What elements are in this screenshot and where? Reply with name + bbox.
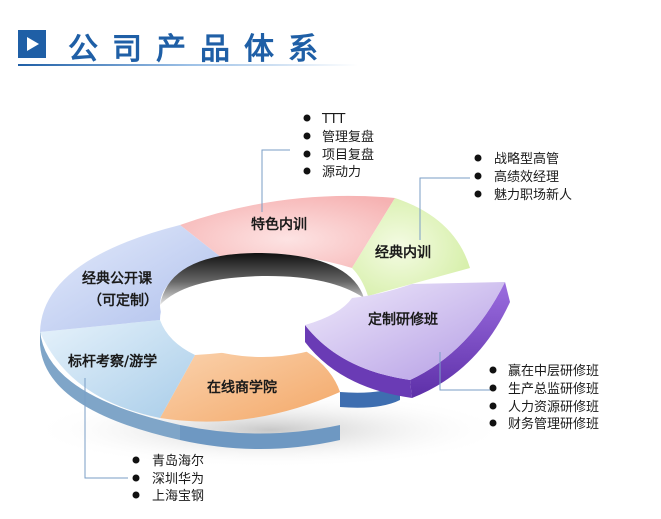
ring-hole-inner-wall — [160, 252, 364, 305]
list-biaogan: 青岛海尔 深圳华为 上海宝钢 — [132, 453, 204, 504]
list-item: 生产总监研修班 — [508, 382, 599, 397]
list-jingdian-neixun: 战略型高管 高绩效经理 魅力职场新人 — [474, 151, 572, 203]
bullet-icon — [489, 366, 497, 374]
connector-biaogan — [84, 378, 128, 479]
segment-label-tese: 特色内训 — [251, 216, 307, 233]
bullet-icon — [303, 132, 311, 140]
segment-jingdian-neixun — [352, 198, 470, 296]
list-item: 管理复盘 — [322, 129, 374, 145]
list-item: 高绩效经理 — [494, 169, 559, 185]
list-item: 项目复盘 — [322, 147, 374, 163]
bullet-icon — [489, 384, 497, 392]
segment-label-zaixian: 在线商学院 — [207, 379, 277, 396]
bullet-icon — [474, 172, 482, 180]
segment-zaixian — [160, 342, 340, 422]
play-icon — [18, 30, 46, 58]
segment-tese — [180, 195, 395, 268]
list-item: 上海宝钢 — [152, 489, 204, 504]
bullet-icon — [132, 474, 140, 482]
list-item: 魅力职场新人 — [494, 187, 572, 203]
segment-label-gongkai-line1: 经典公开课 — [82, 270, 153, 287]
segment-label-biaogan: 标杆考察/游学 — [67, 353, 157, 370]
bullet-icon — [132, 456, 140, 464]
title-underline — [18, 64, 358, 66]
segment-gongkai — [40, 225, 222, 332]
list-tese: TTT 管理复盘 项目复盘 源动力 — [303, 112, 374, 180]
connector-dingzhi — [439, 352, 490, 391]
segment-label-jingdian-neixun: 经典内训 — [375, 244, 431, 261]
list-item: TTT — [321, 112, 345, 127]
segment-dingzhi-front-slab — [410, 282, 510, 398]
bullet-icon — [489, 402, 497, 410]
list-item: 战略型高管 — [494, 151, 559, 167]
list-item: 赢在中层研修班 — [508, 363, 599, 379]
connector-tese — [261, 149, 290, 212]
list-item: 源动力 — [322, 165, 361, 180]
segment-dingzhi-side — [305, 325, 412, 398]
list-item: 青岛海尔 — [152, 453, 204, 469]
segment-biaogan — [40, 320, 195, 418]
segment-label-gongkai-line2: （可定制） — [88, 292, 158, 309]
connector-jingdian-neixun — [419, 177, 470, 240]
bullet-icon — [132, 491, 140, 499]
list-dingzhi: 赢在中层研修班 生产总监研修班 人力资源研修班 财务管理研修班 — [489, 363, 599, 432]
ring-side-left — [40, 330, 180, 440]
bullet-icon — [303, 167, 311, 175]
header: 公司产品体系 — [18, 22, 418, 72]
bullet-icon — [303, 150, 311, 158]
segment-label-dingzhi: 定制研修班 — [368, 311, 438, 328]
list-item: 深圳华为 — [152, 472, 204, 487]
bullet-icon — [303, 114, 311, 122]
bullet-icon — [474, 154, 482, 162]
ring-side-front — [180, 425, 340, 449]
bullet-icon — [489, 419, 497, 427]
list-item: 人力资源研修班 — [508, 400, 599, 415]
segment-dingzhi — [305, 282, 505, 380]
bullet-icon — [474, 190, 482, 198]
list-item: 财务管理研修班 — [508, 416, 599, 432]
page-title: 公司产品体系 — [68, 32, 332, 67]
